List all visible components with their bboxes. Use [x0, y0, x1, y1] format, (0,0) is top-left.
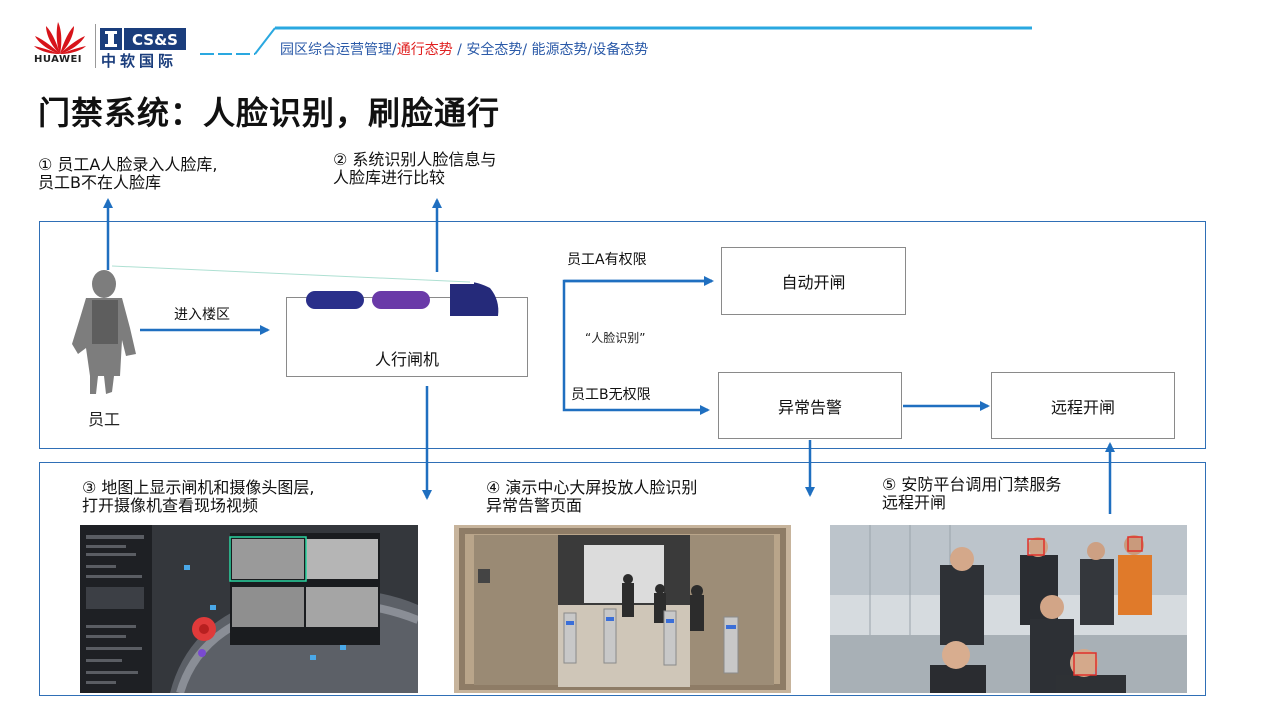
step-5-text: ⑤ 安防平台调用门禁服务 远程开闸	[882, 476, 1061, 512]
scenario-panel	[39, 462, 1206, 696]
huawei-logo-icon	[30, 18, 90, 70]
step-3-line-1: ③ 地图上显示闸机和摄像头图层,	[82, 478, 315, 497]
flow-panel	[39, 221, 1206, 449]
logo-divider	[95, 24, 96, 68]
face-recognition-photo	[830, 525, 1187, 693]
remote-open-box[interactable]: 远程开闸	[991, 372, 1175, 439]
step-1-text: ① 员工A人脸录入人脸库, 员工B不在人脸库	[38, 156, 217, 192]
employee-silhouette-icon	[66, 268, 146, 400]
employee-label: 员工	[88, 410, 121, 429]
step-3-text: ③ 地图上显示闸机和摄像头图层, 打开摄像机查看现场视频	[82, 479, 315, 515]
alarm-label: 异常告警	[777, 397, 842, 417]
gate-label: 人行闸机	[374, 350, 439, 369]
nav-item-security[interactable]: / 安全态势/	[452, 42, 528, 58]
auto-open-label: 自动开闸	[781, 273, 846, 292]
face-recognition-label: “人脸识别”	[585, 331, 646, 345]
step-2-text: ② 系统识别人脸信息与 人脸库进行比较	[333, 151, 496, 187]
step-5-line-2: 远程开闸	[882, 493, 947, 512]
remote-open-label: 远程开闸	[1050, 397, 1115, 417]
step-2-line-2: 人脸库进行比较	[333, 168, 446, 187]
gate-device-icon	[306, 280, 499, 316]
breadcrumb-nav: 园区综合运营管理/通行态势 / 安全态势/ 能源态势/设备态势	[280, 39, 648, 59]
step-3-line-2: 打开摄像机查看现场视频	[82, 496, 259, 515]
step-4-text: ④ 演示中心大屏投放人脸识别 异常告警页面	[486, 479, 697, 515]
enter-area-label: 进入楼区	[174, 307, 230, 323]
step-5-line-1: ⑤ 安防平台调用门禁服务	[882, 475, 1062, 494]
huawei-wordmark: HUAWEI	[33, 54, 83, 65]
alarm-box[interactable]: 异常告警	[718, 372, 902, 439]
nav-item-park-ops[interactable]: 园区综合运营管理/	[280, 42, 397, 58]
employee-b-noauth-label: 员工B无权限	[571, 387, 651, 403]
employee-a-auth-label: 员工A有权限	[567, 252, 647, 268]
step-4-line-2: 异常告警页面	[486, 496, 583, 515]
csands-wordmark: CS&S	[132, 31, 178, 49]
nav-item-energy[interactable]: 能源态势/	[527, 42, 593, 58]
step-1-line-2: 员工B不在人脸库	[38, 173, 161, 192]
nav-item-device[interactable]: 设备态势	[592, 42, 649, 58]
gate-photo	[454, 525, 791, 693]
step-2-line-1: ② 系统识别人脸信息与	[333, 150, 497, 169]
auto-open-box[interactable]: 自动开闸	[721, 247, 906, 315]
step-1-line-1: ① 员工A人脸录入人脸库,	[38, 155, 218, 174]
nav-decoration-lines	[200, 26, 1032, 55]
page-title: 门禁系统：人脸识别，刷脸通行	[38, 94, 501, 132]
csands-logo-icon: CS&S	[100, 28, 186, 52]
step-4-line-1: ④ 演示中心大屏投放人脸识别	[486, 478, 698, 497]
nav-item-traffic[interactable]: 通行态势	[396, 42, 453, 58]
csands-chinese-wordmark: 中软国际	[101, 52, 178, 70]
map-ui-screenshot	[80, 525, 418, 693]
